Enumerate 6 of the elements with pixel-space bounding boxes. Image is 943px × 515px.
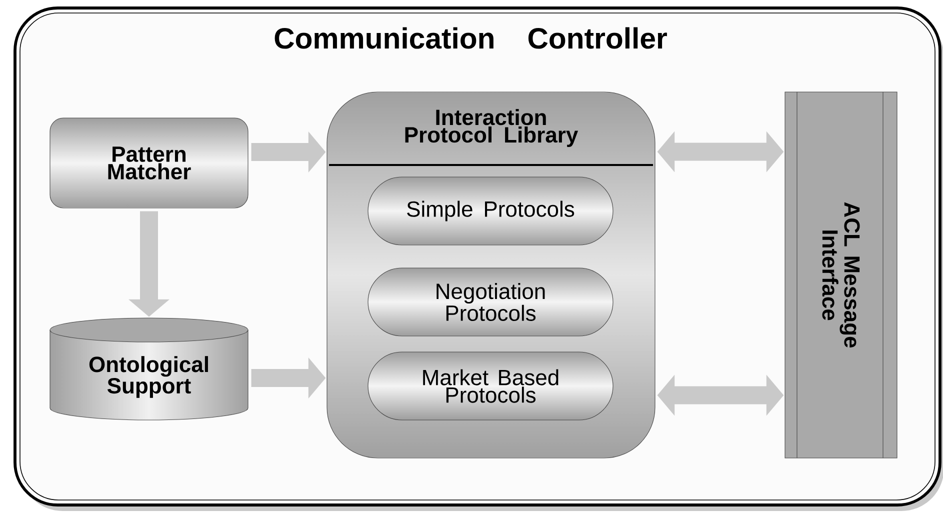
protocol-pill: Simple Protocols: [368, 176, 614, 246]
database-cylinder: Ontological Support: [50, 318, 248, 420]
protocol-pill: Market Based Protocols: [368, 352, 614, 420]
protocol-pill: Negotiation Protocols: [368, 268, 614, 336]
interface-bar: ACL Message Interface: [784, 92, 898, 458]
process-box: Pattern Matcher: [50, 118, 248, 208]
